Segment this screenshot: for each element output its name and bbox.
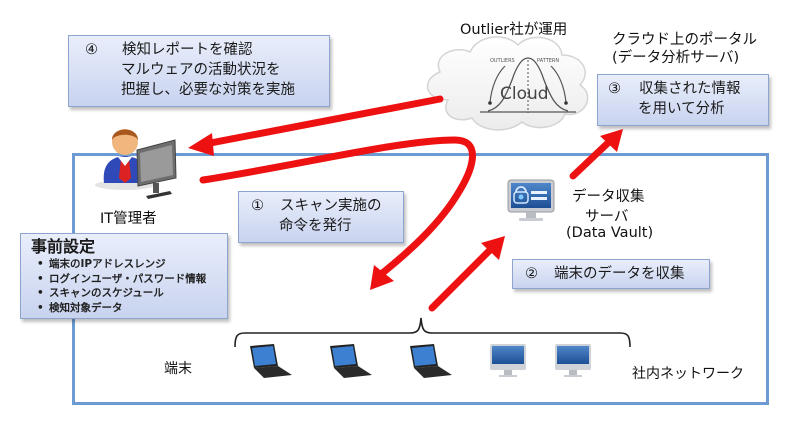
terminals-label: 端末 (164, 361, 192, 377)
cloud-text: Cloud (500, 84, 549, 104)
step4-line2: マルウェアの活動状況を (121, 62, 281, 78)
presettings-item: ログインユーザ・パスワード情報 (37, 272, 227, 287)
step1-number: ① (251, 198, 264, 214)
step4-number: ④ (85, 42, 98, 58)
presettings-item: スキャンのスケジュール (37, 286, 227, 301)
it-admin-icon (95, 129, 177, 199)
step4-line1: 検知レポートを確認 (122, 42, 253, 58)
cloud-icon (426, 36, 589, 131)
step3-box: ③ 収集された情報 を用いて分析 (597, 74, 769, 126)
presettings-title: 事前設定 (31, 237, 96, 256)
arrow-collect-data (428, 236, 505, 312)
terminals-bracket (234, 317, 631, 348)
arrow-report-to-admin (188, 95, 444, 156)
step3-line1: 収集された情報 (639, 81, 741, 97)
it-admin-label: IT管理者 (100, 211, 157, 227)
cloud-graph-caption-left: OUTLIERS (490, 58, 515, 64)
collector-label-line1: データ収集 (572, 189, 645, 205)
step1-line1: スキャン実施の (280, 198, 382, 214)
portal-title-line2: (データ分析サーバ) (612, 50, 740, 66)
step2-number: ② (525, 266, 538, 282)
step1-line2: 命令を発行 (279, 218, 352, 234)
collector-label-line2: サーバ (585, 209, 629, 225)
step3-line2: を用いて分析 (638, 101, 725, 117)
cloud-operator-label: Outlier社が運用 (460, 22, 568, 38)
laptop-icon (250, 344, 292, 378)
step1-box: ① スキャン実施の 命令を発行 (238, 191, 404, 243)
data-vault-server-icon (507, 179, 555, 221)
terminal-devices (240, 342, 620, 382)
presettings-item: 端末のIPアドレスレンジ (37, 257, 227, 272)
corporate-network-label: 社内ネットワーク (632, 366, 744, 382)
cloud-graph-caption-right: PATTERN (537, 58, 560, 64)
presettings-item: 検知対象データ (37, 301, 227, 316)
step2-box: ② 端末のデータを収集 (512, 259, 710, 289)
laptop-icon (330, 344, 372, 378)
laptop-icon (410, 344, 452, 378)
presettings-box: 事前設定 端末のIPアドレスレンジ ログインユーザ・パスワード情報 スキャンのス… (20, 233, 228, 319)
step4-line3: 把握し、必要な対策を実施 (121, 82, 295, 98)
step4-box: ④ 検知レポートを確認 マルウェアの活動状況を 把握し、必要な対策を実施 (68, 35, 330, 107)
desktop-icon (490, 344, 526, 377)
presettings-list: 端末のIPアドレスレンジ ログインユーザ・パスワード情報 スキャンのスケジュール… (21, 257, 227, 315)
step3-number: ③ (608, 81, 621, 97)
step2-line1: 端末のデータを収集 (554, 266, 685, 282)
portal-title-line1: クラウド上のポータル (612, 32, 757, 48)
desktop-icon (555, 344, 591, 377)
arrow-scan-command (199, 136, 476, 290)
collector-label-line3: (Data Vault) (566, 225, 654, 241)
arrow-send-to-portal (569, 129, 623, 180)
